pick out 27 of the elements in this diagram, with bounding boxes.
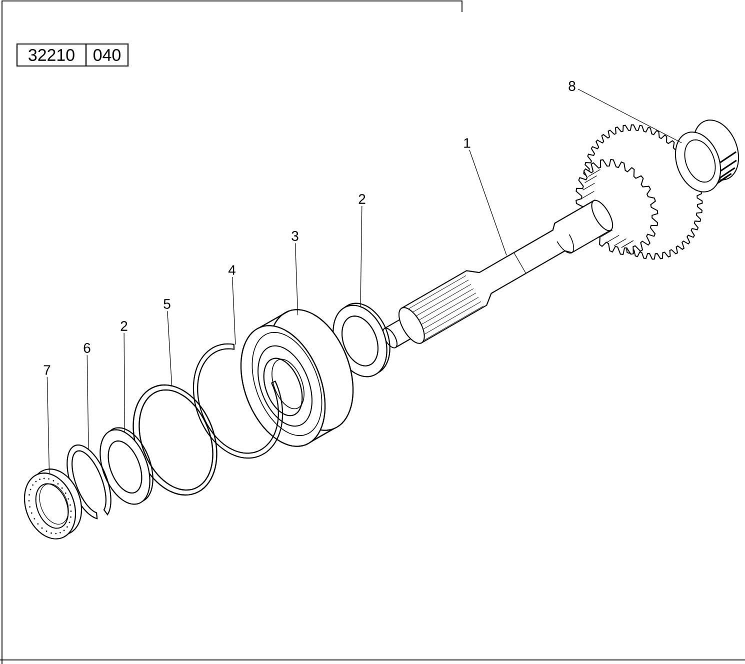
callout-number: 7 [44, 365, 50, 375]
shaft-drawing [382, 124, 703, 348]
leader-line [469, 150, 507, 256]
callout-number: 8 [568, 81, 576, 91]
ring-drawing [132, 384, 218, 496]
callout-number: 2 [120, 321, 128, 331]
callout-number: 4 [228, 265, 236, 275]
leader-line [46, 376, 50, 474]
washer-drawing [100, 427, 154, 505]
needle-bearing-drawing [674, 120, 740, 192]
reference-code-box: 32210 [16, 43, 87, 67]
callout-number: 3 [292, 231, 298, 241]
bearing-drawing [240, 309, 354, 447]
leader-line [86, 354, 89, 450]
callout-number: 5 [164, 299, 170, 309]
circlip-drawing [66, 444, 112, 520]
callout-number: 6 [84, 343, 90, 353]
reference-code-box: 040 [85, 43, 129, 67]
leader-line [360, 206, 362, 307]
leader-line [294, 242, 298, 316]
leader-line [232, 276, 236, 345]
leader-line [124, 332, 126, 432]
seal-drawing [24, 468, 82, 540]
snap-ring-drawing [192, 343, 284, 459]
callout-number: 2 [358, 194, 366, 204]
leader-line [167, 310, 172, 386]
leader-line [578, 88, 682, 144]
